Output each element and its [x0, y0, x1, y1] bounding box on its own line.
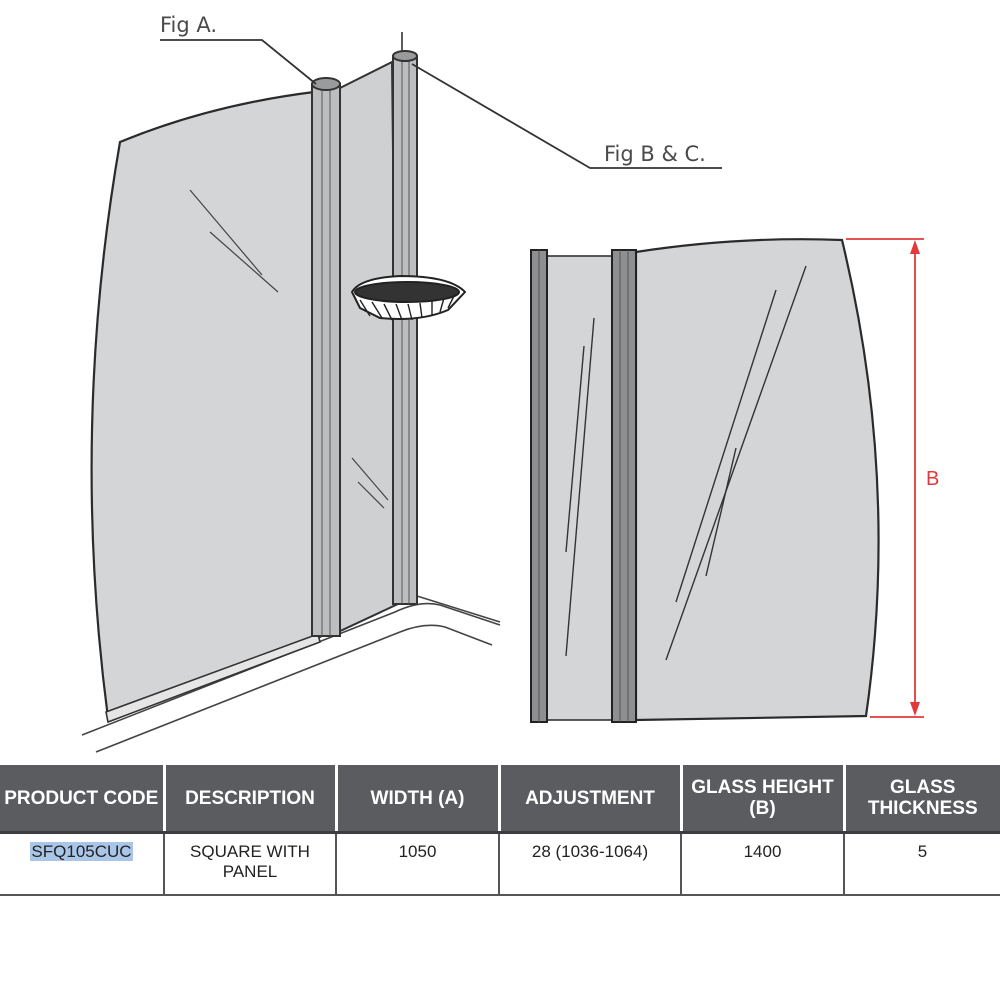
header-adjustment: ADJUSTMENT [499, 765, 683, 834]
wall-profile-top-cap [392, 50, 418, 62]
glass-reflection [209, 231, 279, 293]
cell-adjustment: 28 (1036-1064) [499, 832, 682, 896]
glass-reflection [565, 317, 595, 657]
hinge-top-cap [311, 77, 341, 91]
fig-bc-leader [411, 63, 722, 169]
shelf-basket [350, 274, 467, 321]
product-code-text[interactable]: SFQ105CUC [30, 842, 133, 861]
hinge-profile [311, 83, 341, 637]
cell-glass-thickness: 5 [844, 832, 1000, 896]
glass-reflection [189, 189, 263, 276]
installed-screen-view [81, 32, 722, 753]
table-header-row: PRODUCT CODE DESCRIPTION WIDTH (A) ADJUS… [0, 765, 1000, 834]
shower-screen-drawing [81, 32, 924, 753]
swing-panel-glass [90, 90, 324, 720]
wall-profile [392, 55, 418, 605]
header-product-code: PRODUCT CODE [0, 765, 166, 834]
elevation-hinge-profile [611, 249, 637, 723]
dimension-b-label: B [926, 468, 940, 490]
bottom-seal [105, 632, 321, 724]
fig-bc-label: Fig B & C. [604, 142, 706, 166]
fixed-panel-glass [336, 60, 400, 634]
glass-reflection [351, 457, 389, 501]
header-glass-height: GLASS HEIGHT (B) [681, 765, 846, 834]
elevation-swing-glass [634, 238, 880, 722]
cell-description: SQUARE WITH PANEL [164, 832, 337, 896]
cell-product-code[interactable]: SFQ105CUC [0, 832, 165, 896]
glass-reflection [675, 289, 777, 603]
cell-width: 1050 [336, 832, 500, 896]
bath-edge-line [81, 602, 501, 736]
table-row: SFQ105CUC SQUARE WITH PANEL 1050 28 (103… [0, 832, 1000, 896]
glass-reflection [357, 481, 385, 509]
cell-glass-height: 1400 [681, 832, 845, 896]
elevation-view [530, 238, 924, 723]
header-glass-thickness: GLASS THICKNESS [844, 765, 1000, 834]
glass-reflection [665, 265, 807, 661]
glass-reflection [565, 345, 585, 553]
header-width: WIDTH (A) [336, 765, 501, 834]
header-description: DESCRIPTION [164, 765, 338, 834]
fig-a-label: Fig A. [160, 13, 218, 37]
elevation-fixed-glass [545, 255, 613, 721]
fig-a-leader [160, 39, 317, 85]
glass-reflection [705, 447, 737, 577]
bath-edge-line [95, 624, 493, 753]
wall-line [416, 595, 501, 623]
product-spec-table: PRODUCT CODE DESCRIPTION WIDTH (A) ADJUS… [0, 765, 1000, 896]
dimension-b [846, 238, 924, 718]
